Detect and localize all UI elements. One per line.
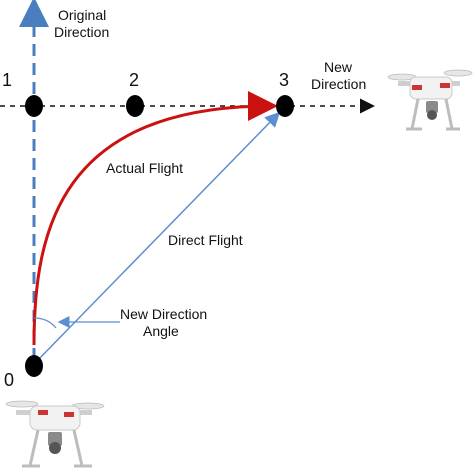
direct-flight-label: Direct Flight [168, 232, 243, 248]
point-label-2: 2 [129, 70, 139, 90]
waypoint-0 [25, 355, 43, 377]
waypoint-1 [25, 95, 43, 117]
original-direction-label-line2: Direction [54, 24, 109, 40]
point-label-0: 0 [4, 370, 14, 390]
waypoint-2 [126, 95, 144, 117]
new-direction-label-line1: New [324, 59, 353, 75]
new-direction-angle-label-line2: Angle [143, 323, 179, 339]
angle-arc [33, 317, 57, 329]
actual-flight-path [32, 91, 278, 346]
waypoint-3 [276, 95, 294, 117]
point-label-1: 1 [2, 70, 12, 90]
original-direction-label-line1: Original [58, 7, 106, 23]
drone-icon [387, 69, 473, 131]
actual-flight-label: Actual Flight [106, 160, 183, 176]
direct-flight-line [35, 111, 281, 363]
new-direction-label-line2: Direction [311, 76, 366, 92]
point-label-3: 3 [279, 70, 289, 90]
drone-icon [5, 400, 105, 468]
new-direction-angle-label-line1: New Direction [120, 306, 207, 322]
